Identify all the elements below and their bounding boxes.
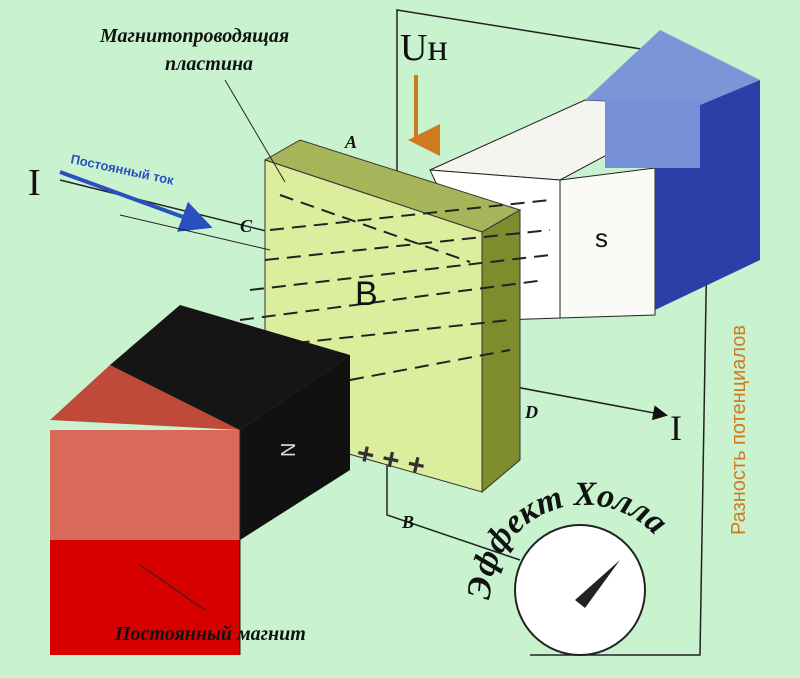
corner-a: A — [344, 132, 357, 152]
corner-d: D — [524, 402, 538, 422]
plate-pointer — [224, 79, 286, 183]
magnet-pointer — [139, 564, 206, 611]
corner-b: B — [401, 512, 414, 532]
permanent-magnet-label: Постоянный магнит — [114, 623, 306, 645]
voltmeter — [514, 524, 646, 656]
hall-voltage-label: Uн — [400, 27, 448, 69]
current-arrow — [59, 170, 213, 232]
left-magnet-n — [50, 305, 350, 655]
potential-difference-label: Разность потенциалов — [728, 325, 750, 535]
label-pointer — [119, 214, 271, 251]
field-label: B — [355, 275, 378, 313]
plate-label-1: Магнитопроводящая — [99, 25, 289, 47]
current-in-label: I — [28, 162, 41, 204]
north-label: N — [278, 443, 300, 457]
south-label: s — [595, 223, 608, 253]
plate-label-2: пластина — [165, 53, 253, 75]
corner-c: C — [240, 216, 253, 236]
current-out-label: I — [670, 408, 682, 448]
